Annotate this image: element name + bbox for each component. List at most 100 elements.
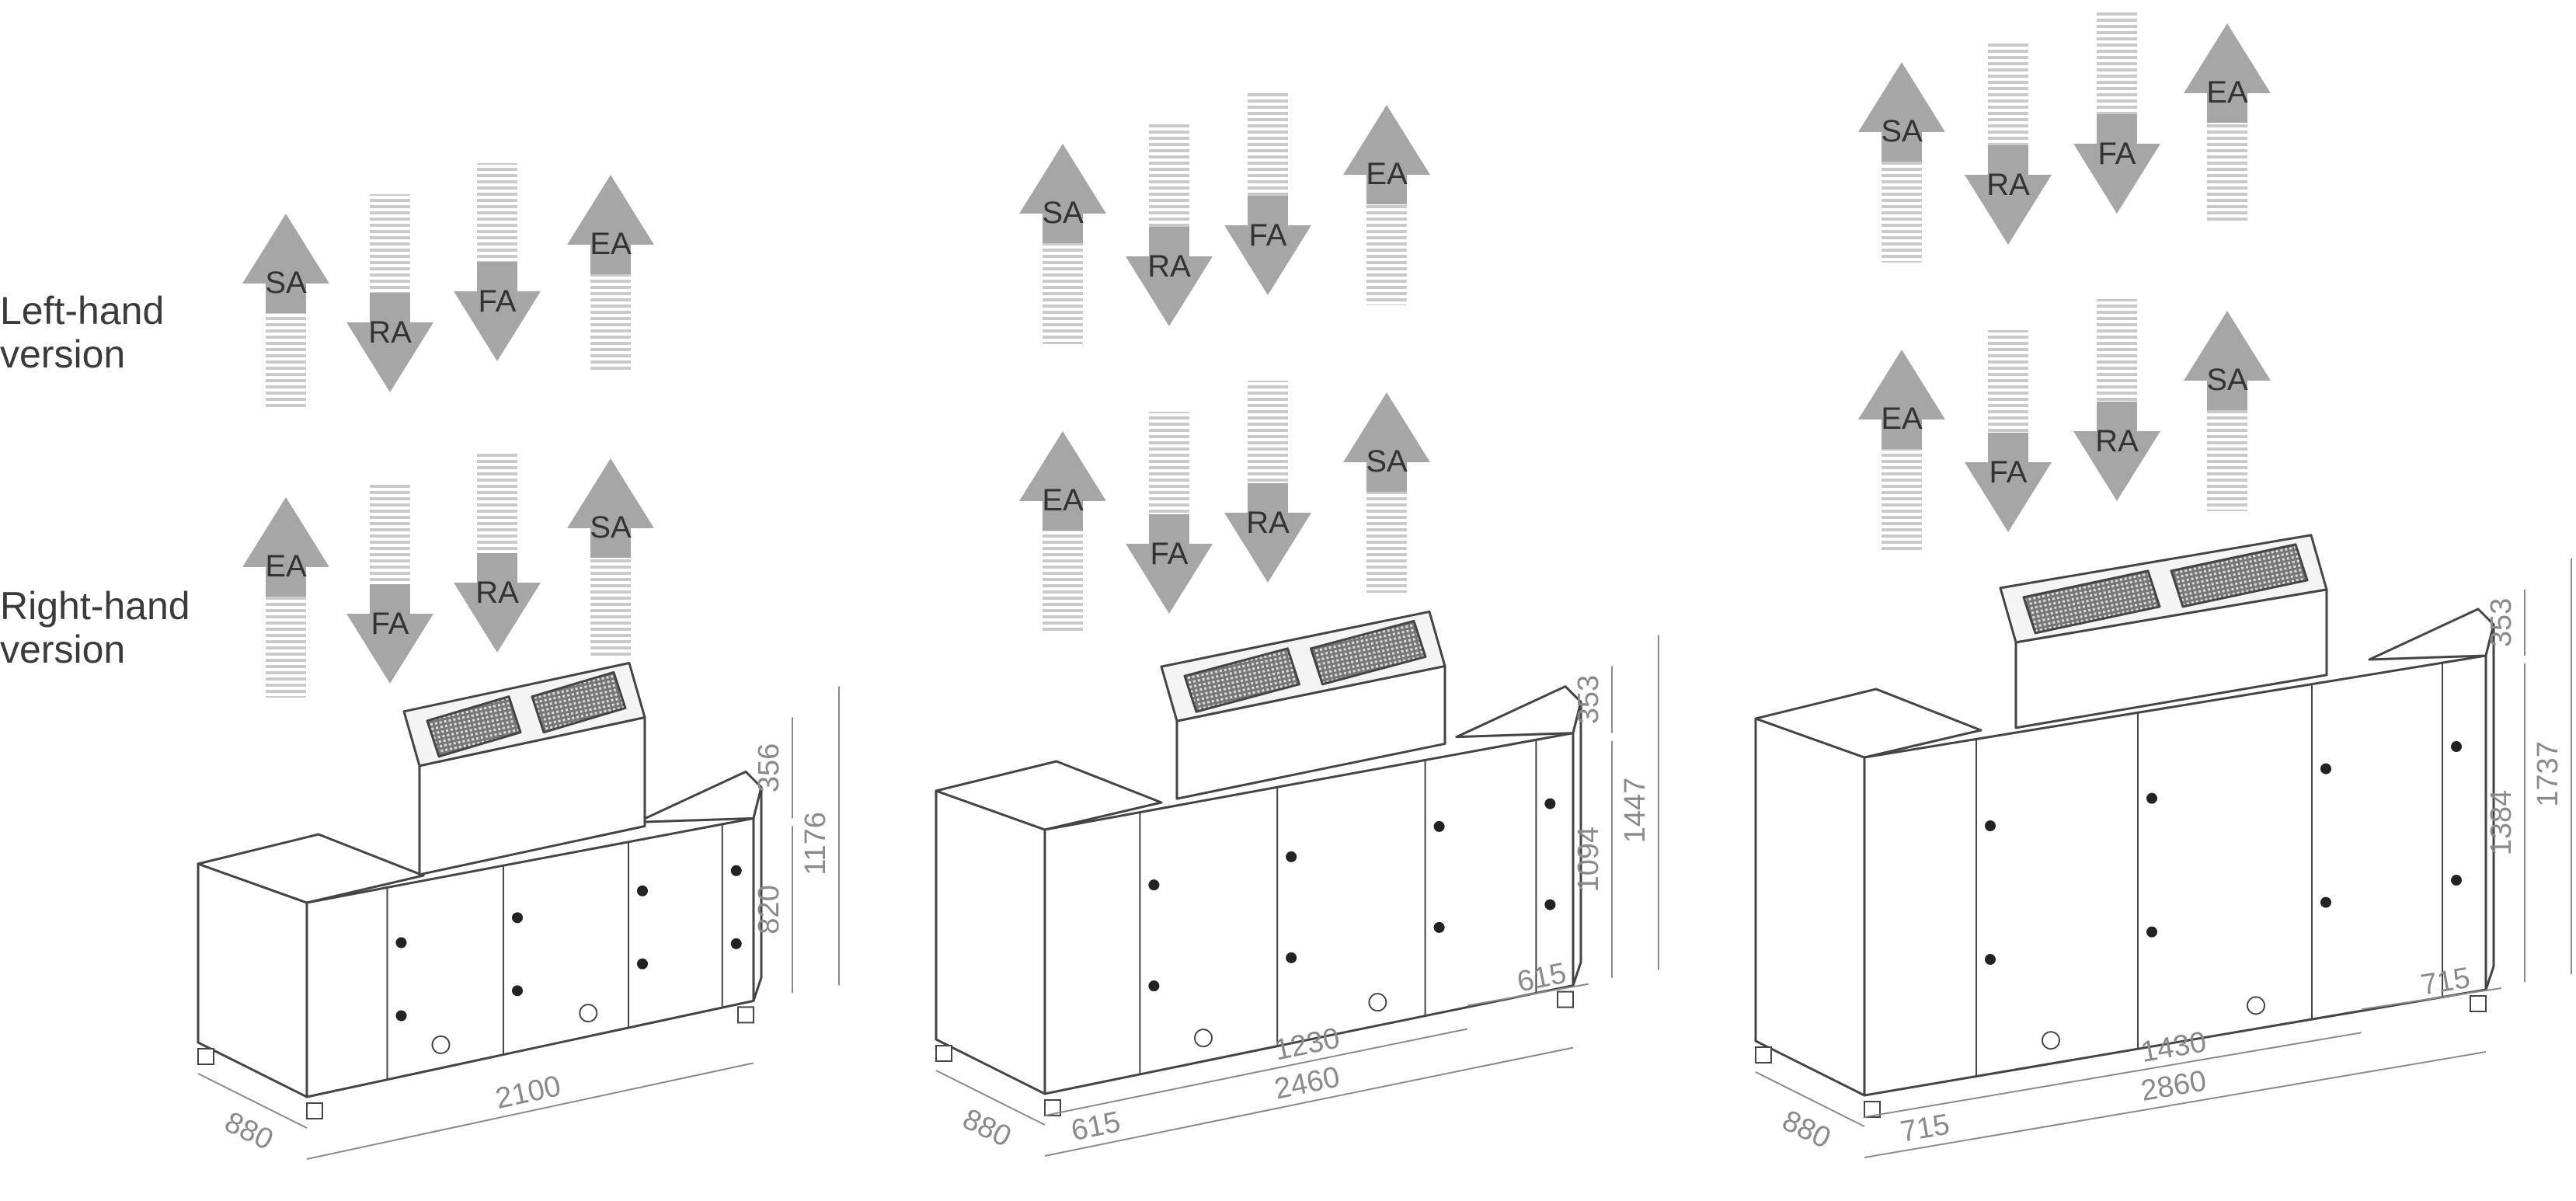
unit-medium-left-arrow-ra: RA	[1126, 124, 1213, 326]
unit-medium-right-arrow-sa: SA	[1343, 392, 1430, 593]
left-compartment-top	[935, 760, 1163, 831]
unit-medium-left-arrow-ea-label: EA	[1366, 157, 1408, 191]
support-foot	[2470, 995, 2487, 1012]
unit-small-left-arrow-fa: FA	[454, 163, 541, 361]
drain-connector	[1368, 993, 1387, 1012]
panel-fastener	[2146, 792, 2157, 804]
right-compartment-top	[1455, 685, 1582, 739]
unit-large-left-arrow-fa: FA	[2073, 12, 2160, 214]
length-dimension-line	[1044, 1046, 1574, 1157]
dim-lower-height: 820	[753, 885, 785, 934]
roof-grille-left	[2022, 569, 2161, 635]
length-dimension-line	[1864, 1051, 2487, 1158]
unit-small-left-arrow-ea: EA	[567, 175, 654, 371]
unit-large-right-arrow-ea: EA	[1858, 350, 1945, 550]
panel-fastener	[1148, 879, 1160, 891]
panel-fastener	[1433, 921, 1445, 933]
unit-small-left-arrow-sa: SA	[242, 214, 329, 410]
unit-small-left-arrow-ra-label: RA	[368, 315, 412, 350]
roof-grille-left	[426, 695, 522, 758]
support-foot	[1755, 1046, 1772, 1063]
unit-medium-left-arrow-sa-label: SA	[1042, 196, 1084, 230]
left-hand-version-label: Left-hand version	[0, 289, 164, 376]
dim-total-height: 1737	[2532, 741, 2564, 807]
panel-fastener	[637, 958, 648, 970]
unit-small-right-arrow-ea: EA	[242, 497, 329, 698]
depth-dimension-line	[935, 1070, 1046, 1126]
support-foot	[306, 1102, 323, 1119]
side-left-dimension-line	[1044, 1093, 1151, 1116]
unit-large-right-arrow-sa: SA	[2184, 311, 2271, 511]
drain-connector	[2247, 996, 2265, 1015]
unit-large-left-arrow-ra-label: RA	[1986, 168, 2030, 202]
unit-small-right-arrow-sa-label: SA	[590, 510, 632, 545]
dim-lower-height: 1384	[2485, 790, 2518, 856]
roof-grille-right	[2170, 543, 2309, 608]
roof-grille-right	[531, 670, 627, 734]
dim-depth: 880	[220, 1105, 278, 1157]
unit-small-left-arrow-fa-label: FA	[479, 284, 517, 319]
right-side-panel	[1572, 701, 1582, 987]
panel-fastener	[512, 985, 523, 997]
panel-fastener	[2451, 741, 2462, 753]
right-hand-label-line1: Right-hand	[0, 584, 190, 628]
support-foot	[935, 1045, 952, 1062]
left-compartment-top	[1754, 688, 1982, 759]
drain-connector	[1194, 1029, 1213, 1048]
support-foot	[1557, 990, 1574, 1008]
unit-medium-right-arrow-ea-label: EA	[1042, 483, 1084, 517]
depth-dimension-line	[1755, 1071, 1865, 1127]
right-hand-version-label: Right-hand version	[0, 584, 190, 671]
dim-length: 2100	[493, 1070, 563, 1116]
side-right-dimension-line	[1467, 983, 1589, 1007]
unit-large-left-arrow-sa: SA	[1858, 62, 1945, 263]
roof-grille-left	[1183, 647, 1300, 713]
panel-fastener	[1544, 899, 1556, 910]
unit-small-right-arrow-ea-label: EA	[265, 549, 307, 583]
unit-medium-left-arrow-ea: EA	[1343, 105, 1430, 305]
unit-medium-right-arrow-fa: FA	[1126, 412, 1213, 614]
middle-dimension-line	[1150, 1028, 1468, 1095]
drain-connector	[579, 1004, 598, 1023]
unit-medium-left-arrow-sa: SA	[1019, 144, 1106, 344]
dim-top-height: 353	[1572, 675, 1605, 724]
unit-large-right-arrow-ea-label: EA	[1881, 402, 1923, 436]
unit-large-right-arrow-sa-label: SA	[2206, 363, 2248, 397]
panel-fastener	[730, 938, 742, 949]
depth-dimension-line	[197, 1073, 308, 1129]
units: 8802100820356117688024606151230615109435…	[197, 534, 2572, 1160]
drain-connector	[2042, 1031, 2060, 1050]
right-compartment-top	[635, 770, 763, 823]
panel-fastener	[1544, 798, 1556, 809]
left-hand-label-line1: Left-hand	[0, 289, 165, 332]
side-right-dimension-line	[2361, 987, 2502, 1011]
dim-side-right: 715	[2418, 962, 2473, 1002]
support-foot	[1044, 1099, 1061, 1116]
dim-depth: 880	[1777, 1104, 1836, 1155]
unit-small-left-arrow-ea-label: EA	[590, 227, 632, 261]
panel-fastener	[395, 937, 407, 949]
right-side-panel	[752, 785, 763, 1002]
middle-dimension-line	[1988, 1032, 2362, 1097]
panel-fastener	[2320, 896, 2331, 908]
unit-medium-right-arrow-ra: RA	[1224, 381, 1311, 583]
unit-large-left-arrow-ea: EA	[2184, 23, 2271, 224]
unit-small-right-arrow-ra-label: RA	[475, 576, 519, 610]
support-foot	[1864, 1101, 1881, 1118]
dim-total-height: 1447	[1619, 778, 1652, 844]
unit-small-right-arrow-sa: SA	[567, 458, 654, 659]
panel-fastener	[730, 865, 742, 876]
support-foot	[197, 1048, 214, 1065]
right-compartment-top	[2368, 607, 2495, 661]
dim-depth: 880	[958, 1102, 1016, 1154]
panel-fastener	[1985, 820, 1996, 832]
panel-fastener	[1985, 954, 1996, 966]
right-side-panel	[2484, 623, 2495, 991]
unit-large-right-arrow-ra-label: RA	[2095, 424, 2139, 458]
panel-fastener	[512, 912, 523, 924]
